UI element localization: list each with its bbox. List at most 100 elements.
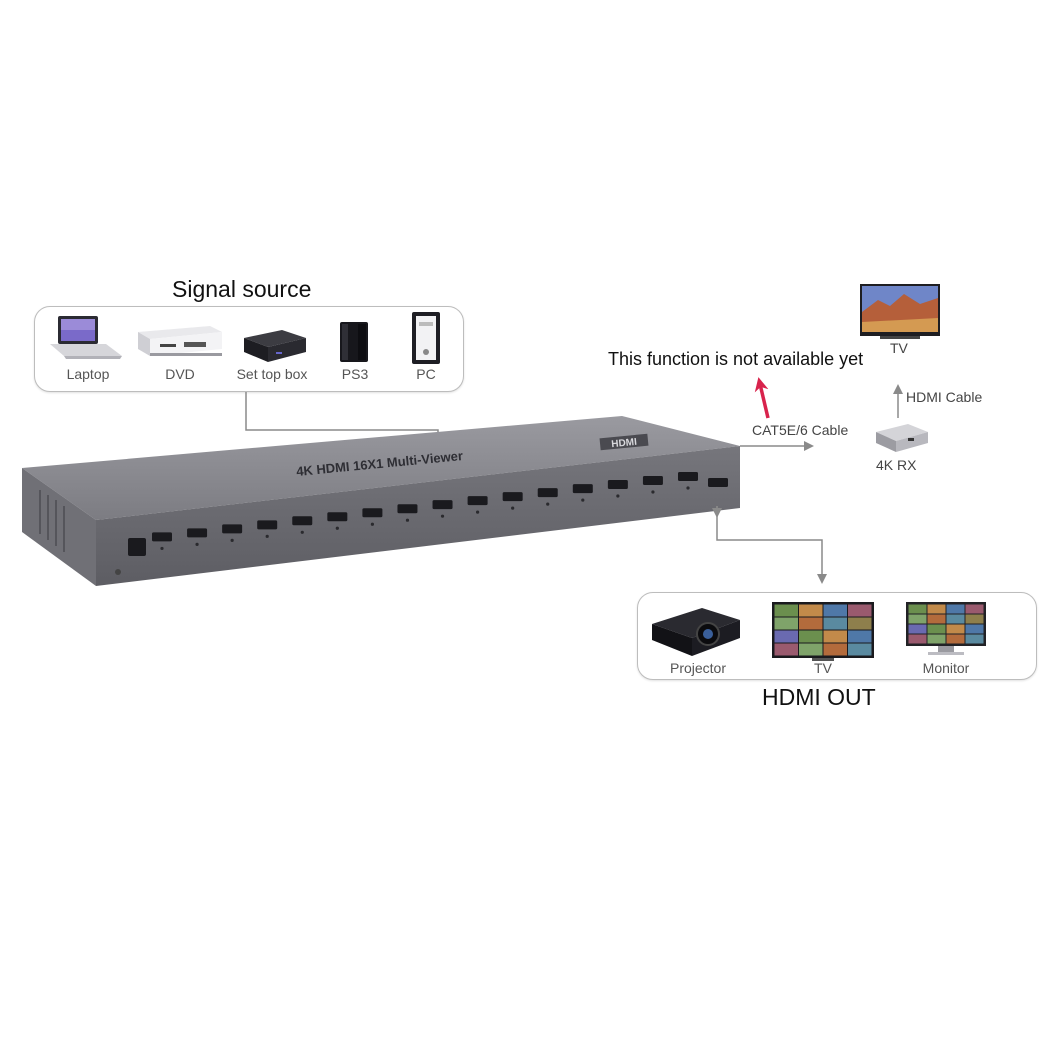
port-led <box>195 542 199 546</box>
set-top-box-icon <box>244 330 306 362</box>
hdmi-input-port <box>642 476 663 486</box>
hdmi-out-title: HDMI OUT <box>762 684 876 710</box>
port-led <box>230 538 234 542</box>
not-available-note: This function is not available yet <box>608 349 864 369</box>
device-top-surface <box>22 416 740 520</box>
device-front-panel <box>96 446 740 586</box>
hdmi-input-port <box>187 528 208 538</box>
source-label-pc: PC <box>416 366 436 382</box>
multiview-tile <box>946 614 965 624</box>
multiview-tile <box>965 604 984 614</box>
multiview-tile <box>799 604 823 617</box>
hdmi-input-port <box>572 484 593 494</box>
device-to-hdmi-out-arrow <box>716 506 827 584</box>
hdmi-input-port <box>362 508 383 518</box>
source-label-ps3: PS3 <box>341 366 369 382</box>
multiview-tile <box>774 630 798 643</box>
multiview-tile <box>848 617 872 630</box>
hdmi-input-port <box>292 516 313 526</box>
not-available-arrow <box>754 377 770 419</box>
hdmi-input-port <box>678 471 698 481</box>
hdmi-logo-text: HDMI <box>611 437 638 450</box>
multiview-tile <box>927 624 946 634</box>
port-led <box>686 486 690 490</box>
multiview-tile <box>908 624 927 634</box>
hdmi-input-port <box>152 532 172 542</box>
ground-screw <box>115 569 121 575</box>
multiview-tile <box>823 643 847 656</box>
cat-cable-label: CAT5E/6 Cable <box>752 422 849 438</box>
source-label-dvd: DVD <box>165 366 195 382</box>
pc-tower-icon <box>412 312 440 364</box>
projector-icon <box>652 608 740 656</box>
multiview-tile <box>946 604 965 614</box>
hdmi-input-port <box>607 480 628 490</box>
port-led <box>546 502 550 506</box>
port-led <box>300 530 304 534</box>
multiview-tile <box>848 604 872 617</box>
multiview-tile <box>927 604 946 614</box>
multiview-tile <box>908 604 927 614</box>
port-led <box>616 494 620 498</box>
multiview-tile <box>774 617 798 630</box>
multiview-tile <box>799 643 823 656</box>
port-led <box>511 506 515 510</box>
source-label-laptop: Laptop <box>66 366 110 382</box>
multiview-tile <box>908 634 927 644</box>
multiview-tile <box>965 614 984 624</box>
hdmi-input-port <box>222 524 243 534</box>
port-led <box>581 498 585 502</box>
tv-landscape-icon <box>860 284 940 339</box>
port-led <box>651 490 655 494</box>
ps3-console-icon <box>340 322 368 362</box>
tv-top-label: TV <box>890 340 908 356</box>
hdmi-input-port <box>327 512 348 522</box>
hdmi-input-port <box>467 496 488 506</box>
hdmi-input-port <box>502 492 523 502</box>
port-led <box>476 510 480 514</box>
hdmi-input-port <box>432 500 453 510</box>
4k-rx-receiver-icon <box>876 424 928 452</box>
port-led <box>370 522 374 526</box>
multiview-tile <box>848 630 872 643</box>
multiview-tile <box>823 617 847 630</box>
multiview-tile <box>799 630 823 643</box>
power-jack <box>128 538 146 556</box>
tv-multiview-icon <box>772 602 874 661</box>
hdmi-cable-label: HDMI Cable <box>906 389 983 405</box>
monitor-multiview-icon <box>906 602 986 655</box>
multiview-tile <box>848 643 872 656</box>
multiview-tile <box>927 614 946 624</box>
out-label-monitor: Monitor <box>922 660 970 676</box>
out-label-tv: TV <box>814 660 832 676</box>
multiview-tile <box>946 624 965 634</box>
multiview-tile <box>946 634 965 644</box>
out-label-projector: Projector <box>669 660 727 676</box>
port-led <box>265 534 269 538</box>
laptop-icon <box>50 316 122 359</box>
hdmi-input-port <box>257 520 278 530</box>
port-led <box>405 518 410 522</box>
multiview-tile <box>799 617 823 630</box>
port-led <box>335 526 339 530</box>
source-label-set-top-box: Set top box <box>236 366 308 382</box>
multiview-tile <box>965 624 984 634</box>
port-led <box>160 546 164 551</box>
hdmi-output-port <box>708 478 728 487</box>
multiview-tile <box>774 643 798 656</box>
hdmi-logo-badge <box>599 433 649 451</box>
hdmi-input-port <box>397 504 418 514</box>
multiview-tile <box>908 614 927 624</box>
multiview-tile <box>823 630 847 643</box>
port-led <box>440 514 445 518</box>
multiview-tile <box>965 634 984 644</box>
hdmi-input-port <box>537 488 558 498</box>
multiview-tile <box>774 604 798 617</box>
signal-source-title: Signal source <box>172 276 312 302</box>
dvd-player-icon <box>138 326 222 356</box>
multiview-tile <box>927 634 946 644</box>
hdmi-input-ports <box>152 471 698 551</box>
